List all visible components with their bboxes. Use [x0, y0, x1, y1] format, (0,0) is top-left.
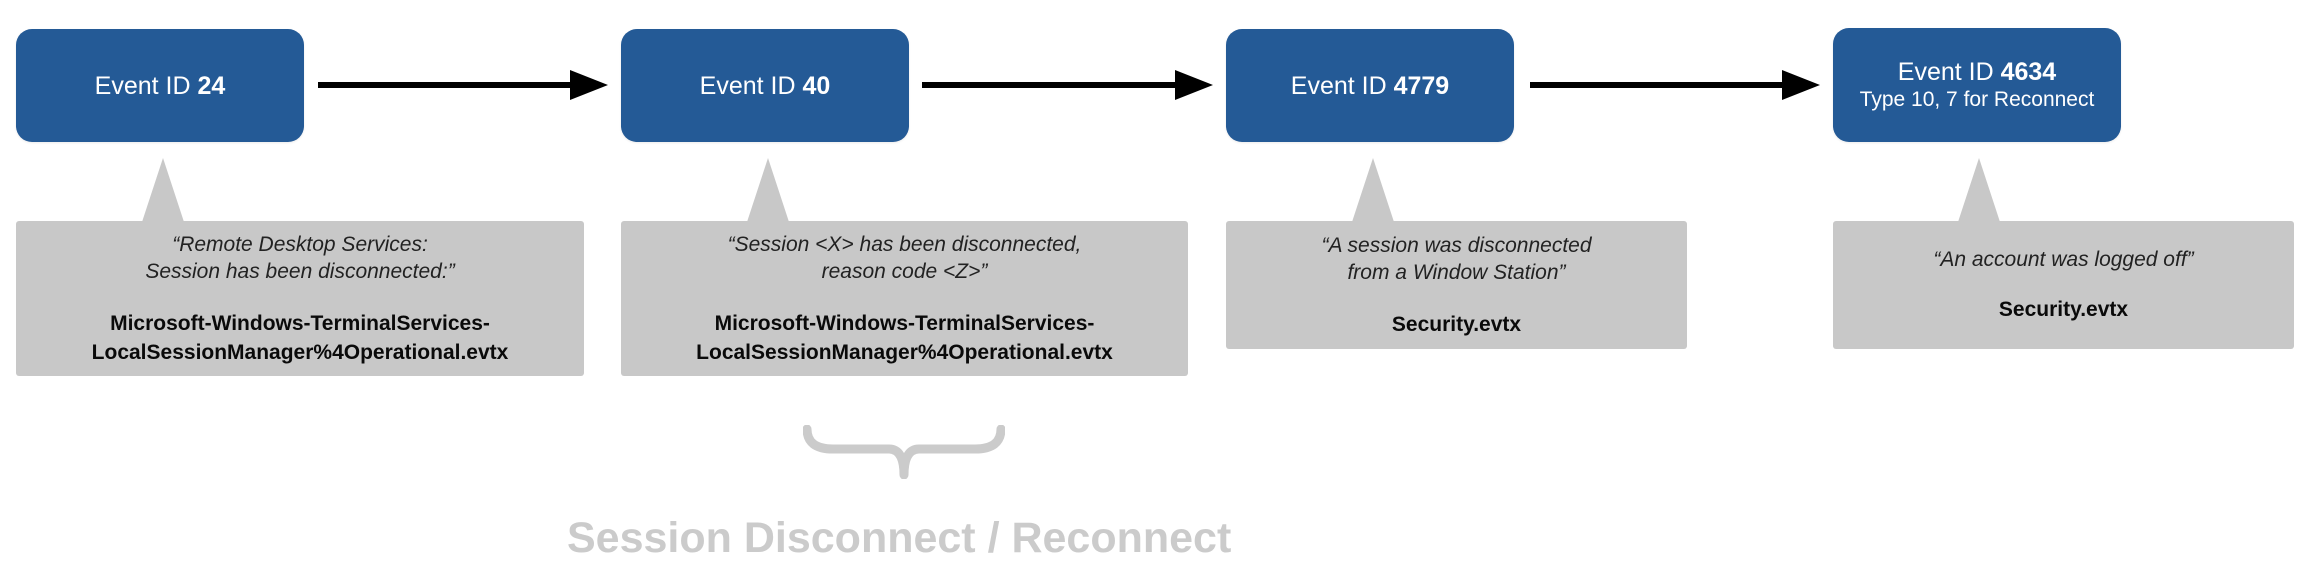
- event-prefix: Event ID: [1897, 58, 2001, 86]
- callout-quote: “Session <X> has been disconnected, reas…: [727, 232, 1082, 283]
- curly-brace-icon: [803, 425, 1005, 479]
- event-title: Event ID 24: [95, 71, 226, 101]
- event-prefix: Event ID: [699, 71, 803, 100]
- callout-event-40: “Session <X> has been disconnected, reas…: [621, 221, 1188, 376]
- callout-event-24: “Remote Desktop Services: Session has be…: [16, 221, 584, 376]
- event-box-40: Event ID 40: [621, 29, 909, 142]
- event-title: Event ID 40: [700, 71, 831, 101]
- event-number: 40: [802, 71, 831, 100]
- arrow-icon: [1530, 70, 1820, 100]
- event-number: 4779: [1393, 71, 1450, 100]
- event-box-4779: Event ID 4779: [1226, 29, 1514, 142]
- callout-event-4779: “A session was disconnected from a Windo…: [1226, 221, 1687, 349]
- event-title: Event ID 4779: [1291, 71, 1449, 101]
- callout-event-4634: “An account was logged off” Security.evt…: [1833, 221, 2294, 349]
- event-number: 4634: [2000, 58, 2057, 86]
- group-caption: Session Disconnect / Reconnect: [567, 514, 1232, 562]
- arrow-icon: [922, 70, 1213, 100]
- arrow-icon: [318, 70, 608, 100]
- callout-pointer: [1958, 158, 2000, 222]
- event-number: 24: [197, 71, 226, 100]
- callout-quote: “Remote Desktop Services: Session has be…: [145, 232, 455, 283]
- callout-source: Microsoft-Windows-TerminalServices- Loca…: [696, 311, 1113, 364]
- event-title: Event ID 4634: [1898, 57, 2056, 87]
- callout-pointer: [1352, 158, 1394, 222]
- callout-pointer: [747, 158, 789, 222]
- callout-source: Microsoft-Windows-TerminalServices- Loca…: [91, 311, 509, 364]
- event-prefix: Event ID: [94, 71, 198, 100]
- callout-source: Security.evtx: [1391, 312, 1522, 336]
- callout-source: Security.evtx: [1998, 298, 2129, 321]
- callout-quote: “An account was logged off”: [1933, 248, 2194, 271]
- callout-pointer: [142, 158, 184, 222]
- event-box-4634: Event ID 4634 Type 10, 7 for Reconnect: [1833, 28, 2121, 142]
- callout-quote: “A session was disconnected from a Windo…: [1321, 233, 1592, 284]
- event-subtitle: Type 10, 7 for Reconnect: [1859, 88, 2095, 111]
- event-prefix: Event ID: [1290, 71, 1394, 100]
- event-box-24: Event ID 24: [16, 29, 304, 142]
